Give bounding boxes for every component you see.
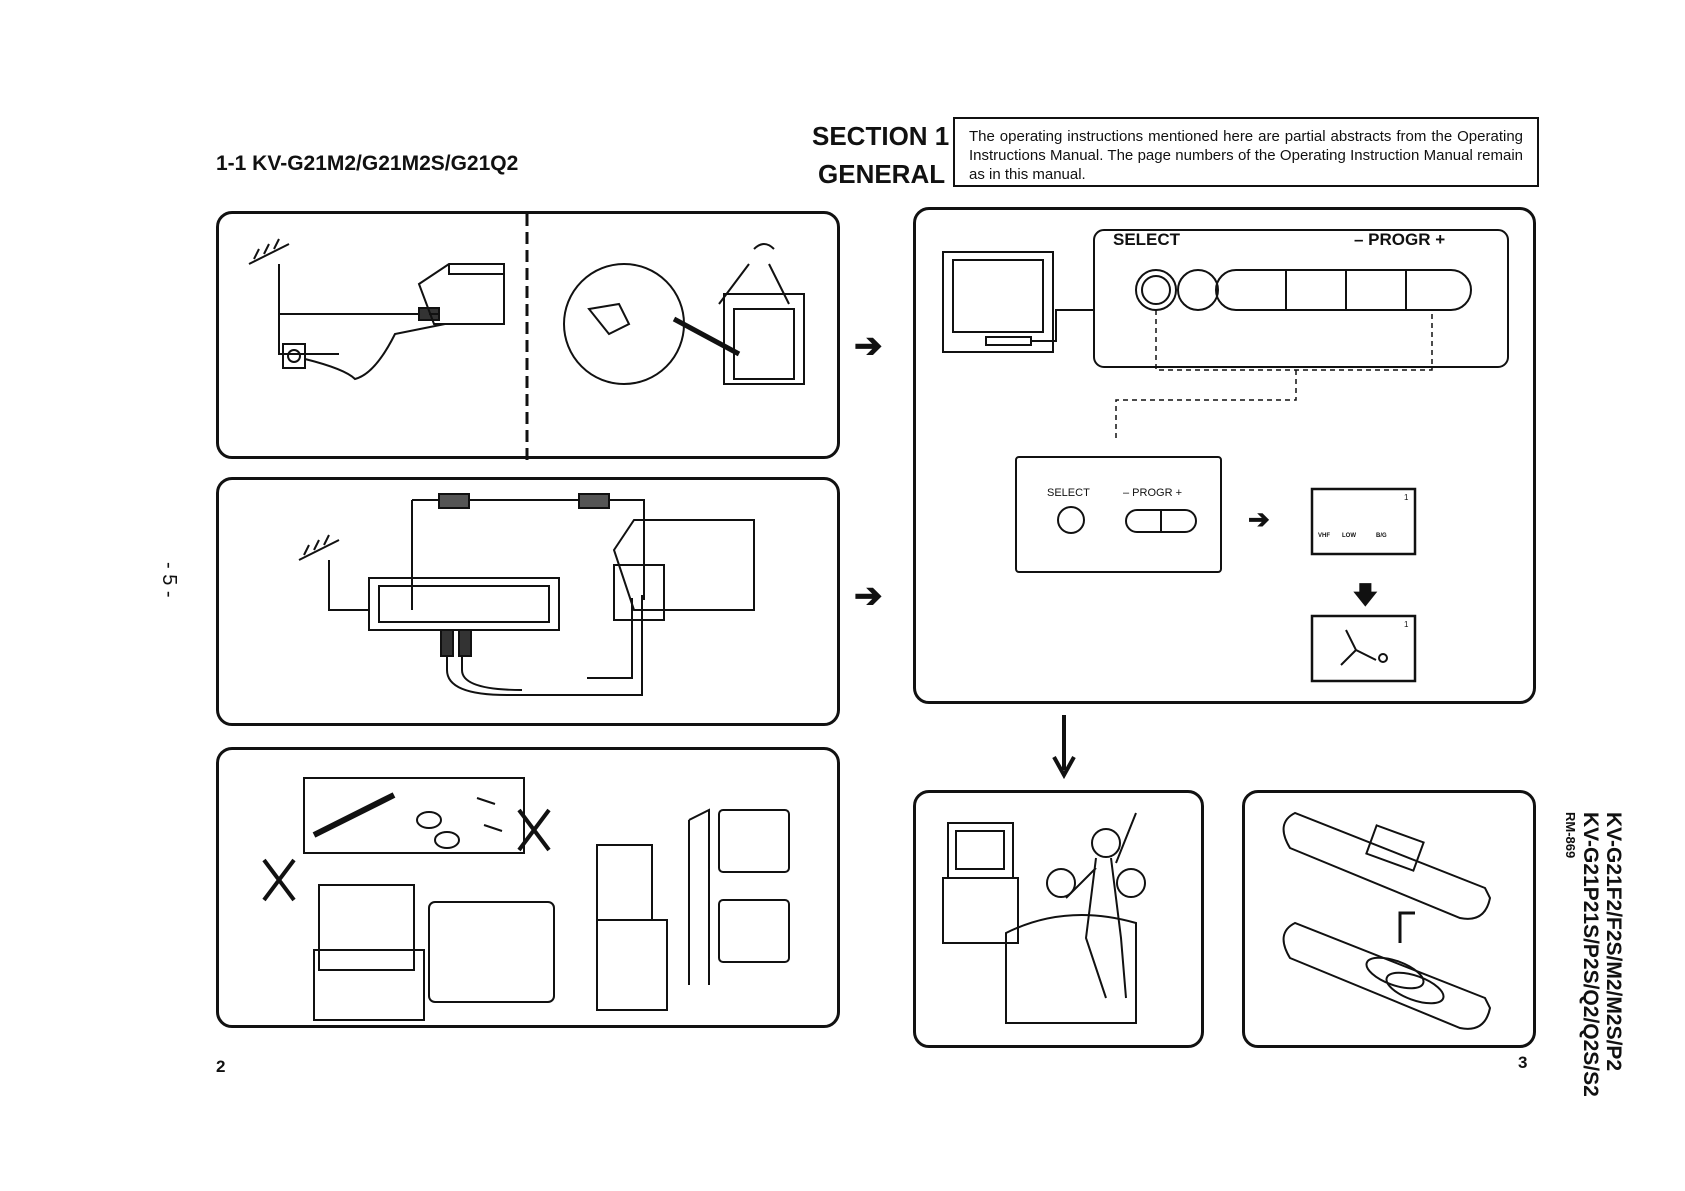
tuning-illustration: [942, 229, 1509, 683]
screen1-level: LOW: [1342, 533, 1356, 539]
left-page-number: 2: [216, 1057, 226, 1076]
right-arrow-icon: ➔: [854, 327, 883, 365]
tuning-panel: SELECT – PROGR + SELECT – PROGR + ➔ 🡇 1 …: [913, 207, 1536, 704]
antenna-connection-panel: [216, 211, 840, 462]
models-line-1: KV-G21F2/F2S/M2/M2S/P2: [1602, 812, 1625, 1072]
notice-box: The operating instructions mentioned her…: [953, 117, 1539, 187]
vcr-connection-illustration: [298, 493, 755, 696]
screen2-channel: 1: [1404, 620, 1409, 629]
down-arrow-icon: 🡇: [1353, 582, 1378, 609]
remote-battery-panel: [1242, 790, 1536, 1048]
viewers-illustration: [942, 812, 1146, 1024]
right-page-number: 3: [1518, 1053, 1528, 1072]
right-arrow-icon: ➔: [1248, 504, 1270, 534]
subsection-title: 1-1 KV-G21M2/G21M2S/G21Q2: [216, 152, 519, 175]
section-name: GENERAL: [818, 159, 946, 189]
detail-progr-label: – PROGR +: [1123, 487, 1182, 499]
viewers-panel: [913, 790, 1204, 1048]
screen1-channel: 1: [1404, 493, 1409, 502]
section-number: SECTION 1: [812, 121, 950, 151]
mounting-panel: [216, 747, 840, 1028]
down-arrow-icon: [1052, 715, 1076, 780]
antenna-connection-illustration: [248, 214, 805, 462]
detail-select-label: SELECT: [1047, 487, 1090, 499]
vcr-connection-panel: [216, 477, 840, 726]
models-line-2: KV-G21P21S/P2S/Q2/Q2S/S2: [1579, 812, 1602, 1097]
mounting-illustration: [262, 777, 790, 1021]
screen1-system: B/G: [1376, 533, 1387, 539]
right-arrow-icon: ➔: [854, 577, 883, 615]
control-strip-select-label: SELECT: [1113, 230, 1181, 249]
screen1-band: VHF: [1318, 533, 1330, 539]
control-strip-progr-label: – PROGR +: [1354, 230, 1446, 249]
remote-battery-illustration: [1282, 811, 1492, 1030]
remote-model: RM-869: [1563, 812, 1578, 859]
sheet-number: - 5 -: [158, 562, 180, 598]
